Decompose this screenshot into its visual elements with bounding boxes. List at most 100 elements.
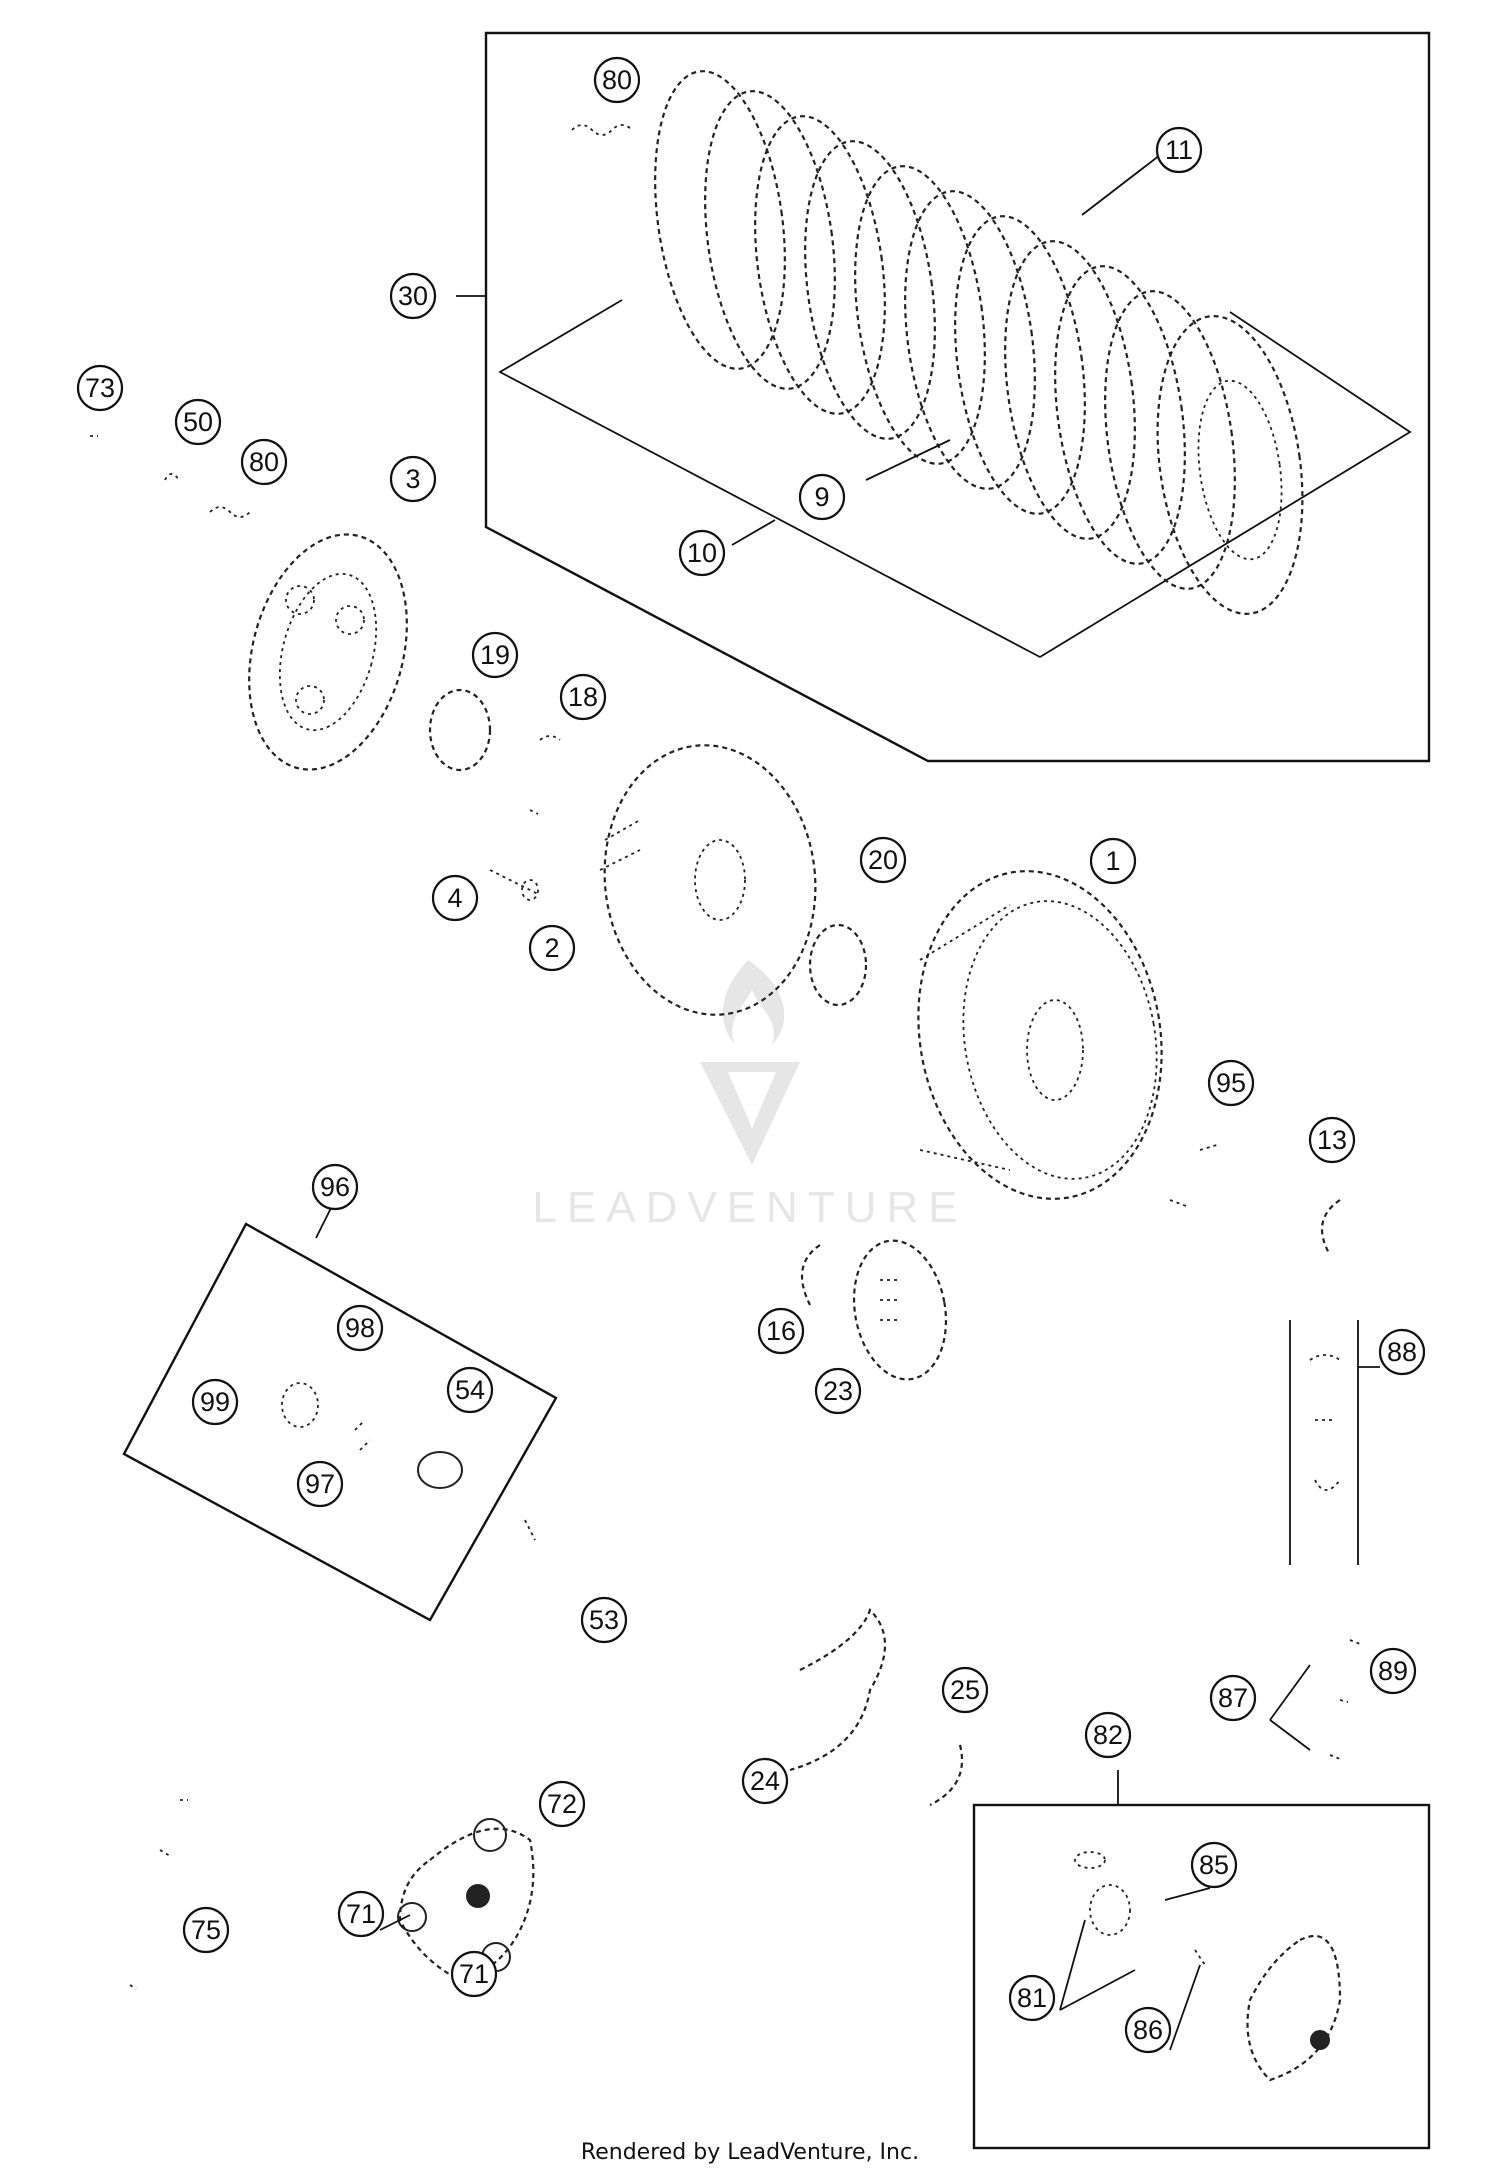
cap-81 [1074, 1851, 1106, 1869]
svg-text:20: 20 [868, 845, 898, 875]
callout-18: 18 [559, 673, 607, 721]
washer-95 [1169, 1143, 1221, 1207]
svg-text:85: 85 [1199, 1850, 1229, 1880]
kit-96-frame [122, 1222, 558, 1622]
leader-87b [1269, 1719, 1311, 1751]
callout-85: 85 [1190, 1841, 1238, 1889]
leader-9 [865, 439, 951, 481]
oring-25 [929, 1744, 964, 1806]
needle-bearing-16 [800, 1244, 821, 1306]
callout-71-lower: 71 [450, 1950, 498, 1998]
bleeder-89 [1329, 1639, 1361, 1760]
callout-30: 30 [389, 272, 437, 320]
leader-87a [1269, 1664, 1311, 1721]
svg-text:11: 11 [1165, 135, 1193, 165]
svg-text:87: 87 [1218, 1683, 1248, 1713]
watermark-text: LEADVENTURE [532, 1183, 967, 1232]
callout-99: 99 [191, 1378, 239, 1426]
callout-80-left: 80 [240, 438, 288, 486]
seal-98 [281, 1382, 319, 1428]
leader-81a [1059, 1919, 1086, 2011]
callout-81: 81 [1008, 1974, 1056, 2022]
callout-11: 11 [1155, 126, 1203, 174]
pressure-plate-3 [248, 533, 408, 771]
kit-82-frame [972, 1803, 1431, 2150]
leader-11 [1081, 154, 1161, 216]
leader-85 [1164, 1887, 1211, 1901]
kit-30-frame [484, 31, 1431, 763]
callout-75: 75 [182, 1906, 230, 1954]
disc-tray-outline [498, 299, 1412, 659]
leadventure-watermark: LEADVENTURE [532, 960, 967, 1232]
svg-text:4: 4 [447, 883, 462, 913]
callout-88: 88 [1378, 1328, 1426, 1376]
callout-82: 82 [1084, 1711, 1132, 1759]
svg-text:1: 1 [1105, 846, 1120, 876]
footer-credit: Rendered by LeadVenture, Inc. [580, 2140, 920, 2165]
inner-hub-2 [599, 744, 817, 1016]
leader-10 [731, 519, 776, 546]
svg-text:50: 50 [183, 407, 213, 437]
svg-text:25: 25 [950, 1675, 980, 1705]
svg-text:53: 53 [589, 1605, 619, 1635]
callout-72: 72 [538, 1780, 586, 1828]
callout-9: 9 [798, 473, 846, 521]
clutch-disc-stack [654, 70, 1304, 615]
callout-50: 50 [174, 398, 222, 446]
svg-text:80: 80 [602, 65, 632, 95]
callout-4: 4 [431, 874, 479, 922]
piston-81 [1089, 1884, 1131, 1936]
leader-71a [379, 1914, 411, 1931]
svg-text:10: 10 [687, 538, 717, 568]
callout-86: 86 [1124, 2006, 1172, 2054]
svg-text:54: 54 [455, 1375, 485, 1405]
svg-text:99: 99 [200, 1387, 230, 1417]
svg-text:86: 86 [1133, 2015, 1163, 2045]
callout-20: 20 [859, 836, 907, 884]
spring-80 [209, 506, 251, 518]
svg-text:71: 71 [346, 1899, 376, 1929]
callout-53: 53 [580, 1596, 628, 1644]
svg-text:18: 18 [568, 682, 598, 712]
callout-24: 24 [741, 1757, 789, 1805]
svg-text:24: 24 [750, 1766, 780, 1796]
callout-95: 95 [1207, 1059, 1255, 1107]
leader-81b [1059, 1969, 1136, 2011]
callout-87: 87 [1209, 1674, 1257, 1722]
washer-20 [808, 923, 868, 1007]
callout-10: 10 [678, 529, 726, 577]
svg-text:19: 19 [480, 640, 510, 670]
spring-80-top [571, 124, 633, 136]
callout-71: 71 [337, 1890, 385, 1938]
svg-text:80: 80 [249, 447, 279, 477]
callout-16: 16 [757, 1307, 805, 1355]
svg-text:98: 98 [345, 1313, 375, 1343]
callout-19: 19 [471, 631, 519, 679]
callout-1: 1 [1089, 837, 1137, 885]
screws-75 [129, 1799, 188, 1990]
svg-text:2: 2 [544, 933, 559, 963]
v-logo-icon [700, 1062, 800, 1165]
svg-text:3: 3 [405, 464, 420, 494]
svg-text:75: 75 [191, 1915, 221, 1945]
svg-text:97: 97 [305, 1469, 335, 1499]
callout-73: 73 [76, 364, 124, 412]
flame-logo-icon [722, 960, 785, 1045]
svg-text:89: 89 [1378, 1656, 1408, 1686]
svg-text:73: 73 [85, 373, 115, 403]
callout-98: 98 [336, 1304, 384, 1352]
leader-86 [1169, 1964, 1201, 2051]
callout-23: 23 [814, 1367, 862, 1415]
callout-54: 54 [446, 1366, 494, 1414]
gasket-24 [789, 1607, 887, 1772]
screw-86 [1194, 1949, 1206, 1966]
bearing-19 [428, 688, 492, 772]
callout-25: 25 [941, 1666, 989, 1714]
circlip-13 [1320, 1199, 1341, 1256]
oring-97 [354, 1419, 371, 1451]
svg-text:16: 16 [766, 1316, 796, 1346]
svg-text:88: 88 [1387, 1337, 1417, 1367]
bolt-53 [524, 1519, 536, 1541]
callout-13: 13 [1308, 1116, 1356, 1164]
